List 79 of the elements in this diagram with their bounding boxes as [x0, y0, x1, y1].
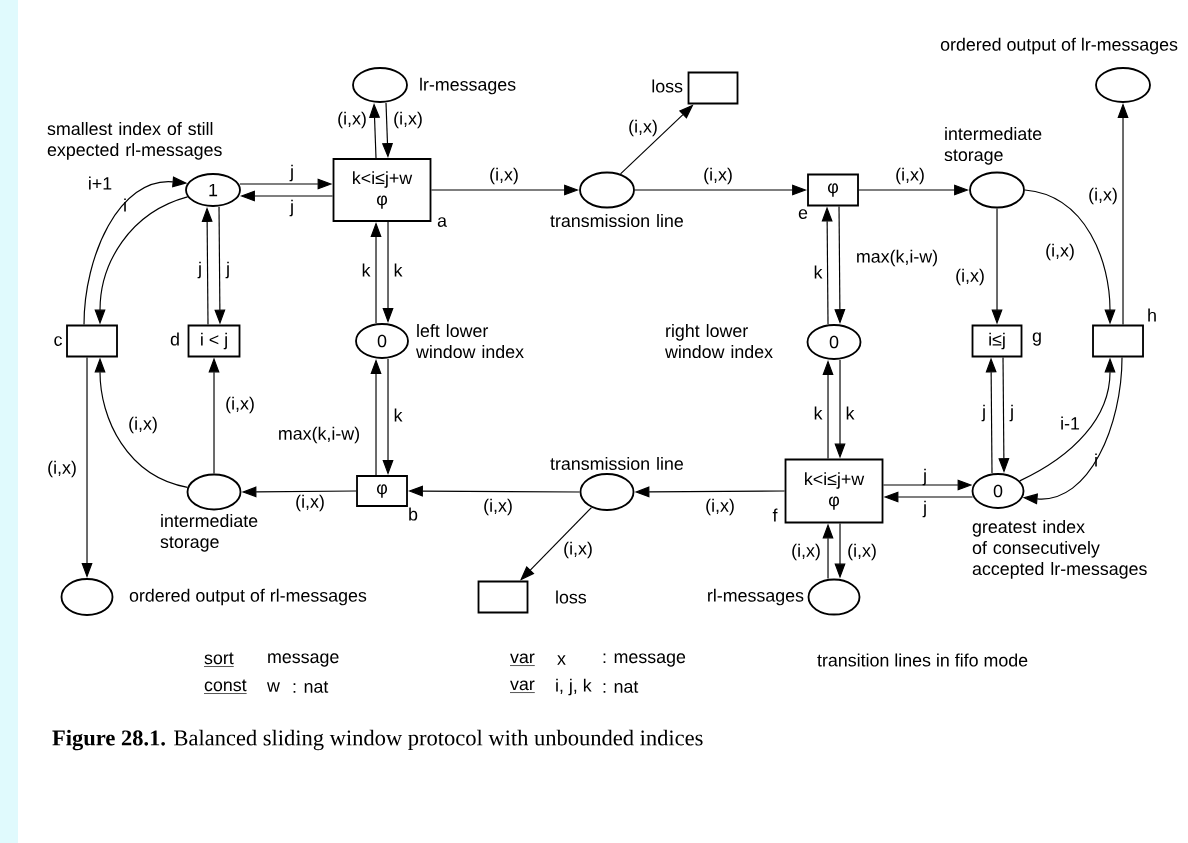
place-label: intermediate storage	[944, 127, 1042, 165]
transition-label: loss	[652, 79, 683, 93]
place-label: greatest index of consecutively accepted lr-messages	[972, 520, 1147, 579]
declaration-text: i, j, k	[556, 678, 592, 696]
arc-inscription: max(k,i-w)	[857, 249, 937, 267]
transition-label: f	[772, 508, 778, 522]
declaration-text: : nat	[603, 681, 639, 693]
place-label: lr-messages	[420, 77, 516, 95]
arc-inscription: (i,x)	[956, 268, 984, 286]
arc-inscription: i-1	[1061, 416, 1080, 430]
transition-box: φ	[356, 475, 408, 507]
arc-inscription: (i,x)	[48, 460, 76, 478]
place-label: smallest index of still expected rl-messages	[47, 122, 222, 160]
transition-label: c	[54, 336, 62, 346]
place-label: left lower window index	[416, 324, 524, 359]
declaration-text: message	[268, 653, 339, 667]
place-label: transmission line	[550, 456, 683, 470]
arc-inscription: i	[124, 198, 126, 212]
place-label: right lower window index	[665, 324, 773, 359]
transition-box: k<i≤j+w φ	[332, 158, 432, 222]
declaration-text: const	[203, 679, 247, 694]
transition-box: i≤j	[971, 324, 1023, 358]
arc-inscription: (i,x)	[1046, 243, 1074, 261]
arc-inscription: j	[981, 404, 985, 422]
place-label: intermediate storage	[160, 514, 258, 552]
transition-box: i < j	[187, 324, 241, 358]
place-label: ordered output of lr-messages	[940, 37, 1178, 55]
arc-inscription: (i,x)	[129, 416, 157, 434]
declaration-text: var	[509, 653, 536, 666]
transition-box: φ	[807, 173, 859, 207]
arc-inscription: j	[1009, 404, 1013, 422]
declaration-text: : message	[603, 653, 686, 667]
arc-inscription: (i,x)	[706, 498, 734, 516]
arc-inscription: (i,x)	[394, 111, 422, 129]
transition-label: b	[409, 507, 418, 521]
place-label: rl-messages	[708, 588, 804, 606]
arc-inscription: k	[814, 265, 823, 279]
arc-inscription: j	[225, 261, 229, 279]
transition-label: g	[1032, 332, 1041, 346]
declaration-text: w	[267, 682, 280, 692]
arc-inscription: j	[289, 199, 293, 217]
arc-inscription: k	[846, 406, 855, 420]
place-label: ordered output of rl-messages	[129, 588, 367, 606]
arc-inscription: (i,x)	[629, 119, 657, 137]
arc-inscription: (i,x)	[226, 396, 254, 414]
transition-label: a	[437, 217, 447, 227]
arc-inscription: i+1	[89, 176, 112, 190]
arc-inscription: (i,x)	[704, 167, 732, 185]
arc-inscription: (i,x)	[1089, 187, 1117, 205]
arc-inscription: j	[922, 500, 926, 518]
arc-inscription: (i,x)	[484, 498, 512, 516]
declaration-text: x	[557, 655, 566, 665]
arc-inscription: k	[814, 406, 823, 420]
arc-inscription: (i,x)	[338, 111, 366, 129]
arc-inscription: j	[289, 164, 293, 182]
arc-inscription: j	[197, 261, 201, 279]
arc-inscription: k	[394, 408, 403, 422]
declaration-text: sort	[203, 652, 235, 667]
arc-inscription: (i,x)	[296, 494, 324, 512]
arc-inscription: (i,x)	[792, 543, 820, 561]
arc-inscription: i	[1095, 453, 1097, 467]
arc-inscription: (i,x)	[564, 541, 592, 559]
arc-inscription: (i,x)	[896, 167, 924, 185]
transition-label: h	[1148, 308, 1156, 322]
arc-inscription: k	[394, 263, 403, 277]
transition-label: e	[798, 209, 808, 219]
transition-box: k<i≤j+w φ	[784, 458, 884, 524]
transition-label: loss	[556, 590, 587, 604]
arc-inscription: j	[922, 468, 926, 486]
declaration-text: var	[509, 680, 536, 693]
declaration-text: : nat	[293, 681, 329, 693]
arc-inscription: max(k,i-w)	[279, 426, 359, 444]
place-label: transmission line	[550, 214, 683, 228]
arc-inscription: k	[362, 263, 371, 277]
declaration-text: transition lines in fifo mode	[817, 653, 1028, 667]
arc-inscription: (i,x)	[490, 167, 518, 185]
transition-label: d	[170, 332, 179, 346]
figure-caption: Figure 28.1. Balanced sliding window protocol with unbounded indices	[52, 729, 703, 751]
arc-inscription: (i,x)	[848, 543, 876, 561]
